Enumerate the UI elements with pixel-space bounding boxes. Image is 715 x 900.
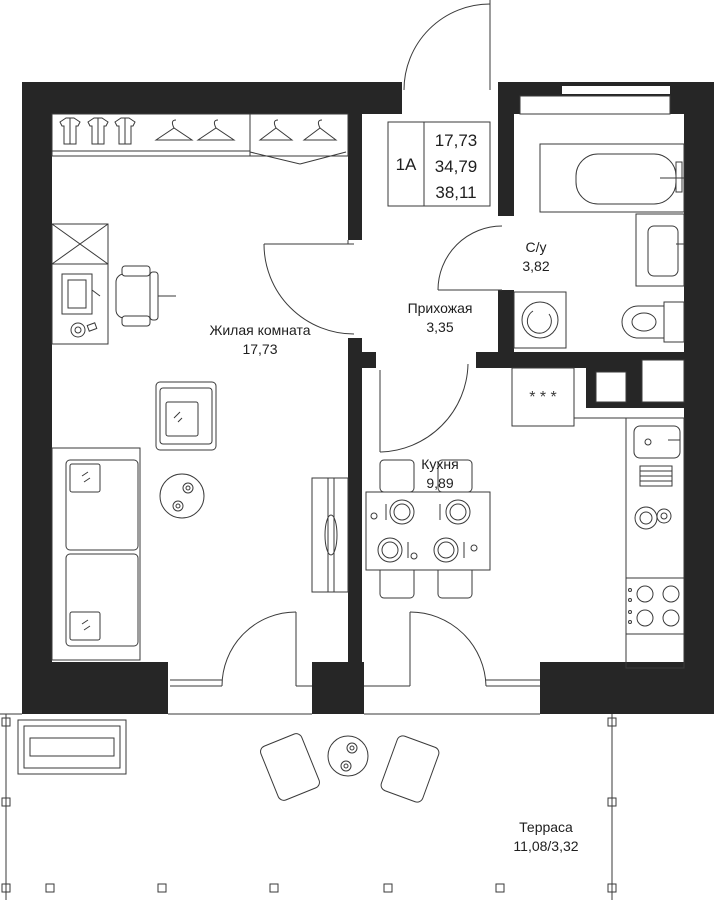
ventilation-shaft-2: [641, 359, 685, 403]
room-label-kitchen: Кухня 9,89: [398, 455, 482, 493]
washing-machine: [513, 291, 567, 349]
room-name-bathroom: С/у: [525, 239, 547, 255]
tv-unit: [311, 477, 349, 593]
entrance-door: [403, 0, 491, 91]
terrace-furniture: [17, 719, 440, 803]
area-table-frame: [387, 121, 491, 207]
room-name-terrace: Терраса: [519, 819, 573, 835]
toilet: [621, 301, 685, 343]
sofa: [51, 447, 141, 661]
area-total: 34,79: [435, 157, 478, 176]
area-living: 17,73: [435, 131, 478, 150]
room-name-hallway: Прихожая: [407, 300, 473, 316]
sink: [635, 213, 685, 287]
bathtub: [539, 143, 685, 213]
room-area-kitchen: 9,89: [426, 475, 454, 491]
wardrobe: [51, 113, 349, 165]
storage-box: [51, 223, 109, 265]
room-area-bathroom: 3,82: [522, 258, 550, 274]
coffee-table: [159, 473, 205, 519]
terrace: [0, 713, 617, 900]
area-table-text: 1А 17,73 34,79 38,11: [396, 131, 478, 202]
window-sill: [562, 86, 670, 94]
kitchen-counter: [574, 417, 685, 669]
armchair: [155, 381, 217, 451]
room-name-living: Жилая комната: [209, 322, 311, 338]
doors: [170, 225, 540, 687]
desk: [51, 263, 109, 345]
room-label-bathroom: С/у 3,82: [506, 238, 566, 276]
room-area-hallway: 3,35: [426, 319, 454, 335]
room-label-terrace: Терраса 11,08/3,32: [480, 818, 612, 856]
apartment-type: 1А: [396, 155, 417, 174]
area-total-with-terrace: 38,11: [435, 183, 476, 202]
window: [519, 95, 671, 115]
office-chair: [115, 265, 176, 327]
ventilation-shaft: [595, 371, 627, 403]
svg-text:* * *: * * *: [529, 389, 557, 406]
room-label-living: Жилая комната 17,73: [170, 321, 350, 359]
room-name-kitchen: Кухня: [421, 456, 459, 472]
stove: * * *: [511, 367, 575, 427]
room-area-terrace: 11,08/3,32: [513, 838, 579, 854]
room-label-hallway: Прихожая 3,35: [380, 299, 500, 337]
room-area-living: 17,73: [242, 341, 278, 357]
dining-table: [365, 459, 491, 599]
